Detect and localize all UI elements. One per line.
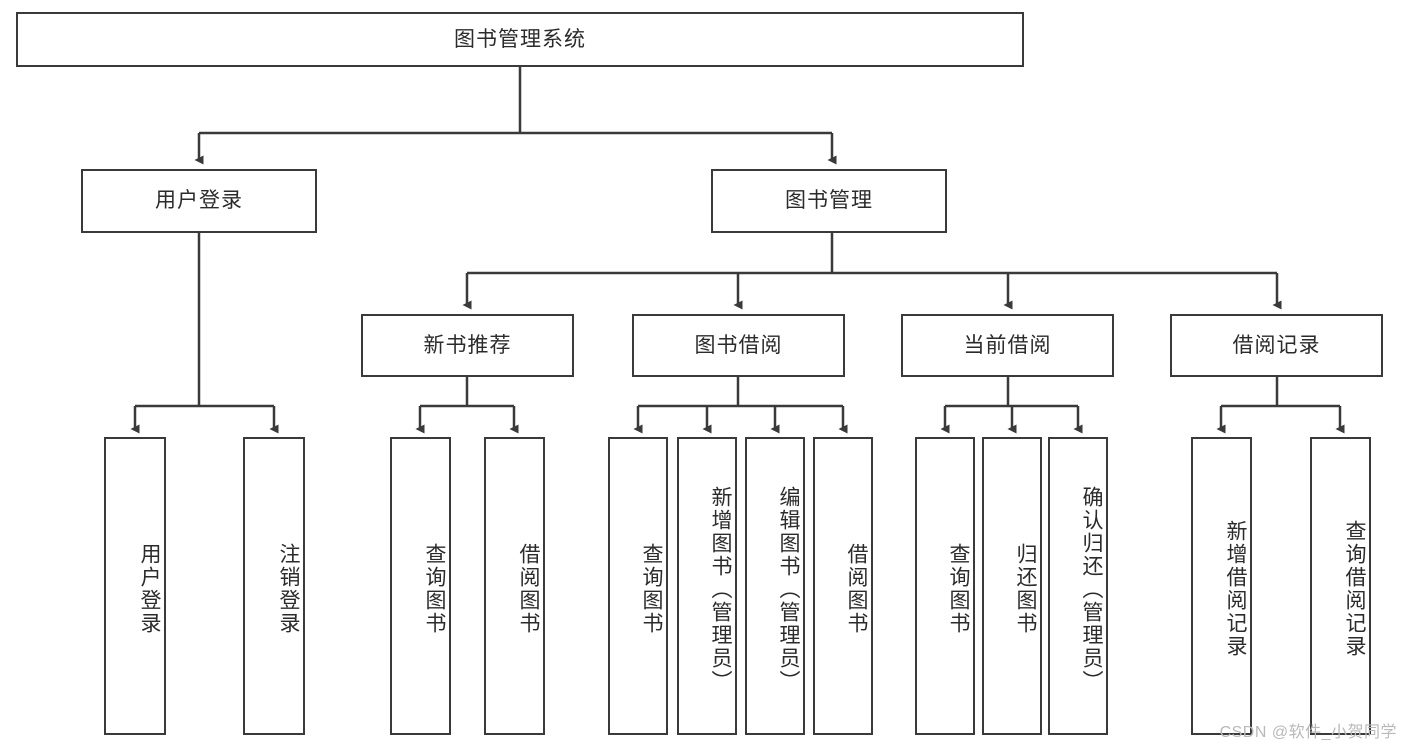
node-label: 查询借阅记录 — [1343, 520, 1366, 658]
node-label: 查询图书 — [640, 543, 663, 635]
edge-borrow-record-to-leaves — [1216, 377, 1345, 434]
leaf-book-borrow-query[interactable]: 查询图书 — [608, 437, 668, 735]
leaf-user-login-logout[interactable]: 注销登录 — [243, 437, 305, 735]
node-user-login[interactable]: 用户登录 — [81, 169, 317, 233]
node-label: 借阅图书 — [517, 543, 540, 635]
leaf-current-borrow-query[interactable]: 查询图书 — [915, 437, 975, 735]
edge-book-borrow-to-leaves — [633, 377, 848, 434]
leaf-borrow-record-query[interactable]: 查询借阅记录 — [1310, 437, 1371, 735]
leaf-book-borrow-add[interactable]: 新增图书（管理员） — [677, 437, 737, 735]
node-label: 注销登录 — [277, 543, 300, 635]
leaf-user-login-login[interactable]: 用户登录 — [104, 437, 166, 735]
node-label: 查询图书 — [423, 543, 446, 635]
edge-current-borrow-to-leaves — [940, 377, 1083, 434]
node-label: 图书借阅 — [694, 333, 783, 357]
node-book-borrow[interactable]: 图书借阅 — [632, 314, 845, 377]
node-label: 编辑图书（管理员） — [777, 485, 800, 693]
node-label: 新增借阅记录 — [1224, 520, 1247, 658]
node-current-borrow[interactable]: 当前借阅 — [901, 314, 1114, 377]
node-label: 确认归还（管理员） — [1080, 485, 1103, 693]
node-borrow-record[interactable]: 借阅记录 — [1170, 314, 1383, 377]
node-label: 归还图书 — [1014, 543, 1037, 635]
leaf-current-borrow-return[interactable]: 归还图书 — [982, 437, 1042, 735]
node-label: 借阅图书 — [845, 543, 868, 635]
edge-new-book-to-leaves — [415, 377, 519, 434]
node-root-book-management-system[interactable]: 图书管理系统 — [16, 12, 1024, 67]
watermark-text: CSDN @软件_小贺同学 — [1219, 724, 1397, 741]
node-label: 新增图书（管理员） — [709, 485, 732, 693]
node-label: 用户登录 — [138, 543, 161, 635]
leaf-book-borrow-borrow[interactable]: 借阅图书 — [813, 437, 873, 735]
edge-user-login-to-leaves — [130, 233, 279, 434]
node-label: 借阅记录 — [1232, 333, 1321, 357]
node-label: 图书管理系统 — [454, 27, 586, 51]
node-label: 用户登录 — [155, 189, 243, 213]
node-label: 新书推荐 — [423, 333, 512, 357]
leaf-borrow-record-add[interactable]: 新增借阅记录 — [1191, 437, 1252, 735]
node-new-book-recommend[interactable]: 新书推荐 — [361, 314, 574, 377]
leaf-book-borrow-edit[interactable]: 编辑图书（管理员） — [745, 437, 805, 735]
edge-book-manage-to-level3 — [462, 233, 1282, 310]
node-label: 图书管理 — [785, 189, 873, 213]
node-book-management[interactable]: 图书管理 — [711, 169, 947, 233]
node-label: 当前借阅 — [963, 333, 1052, 357]
leaf-new-book-borrow[interactable]: 借阅图书 — [484, 437, 545, 735]
leaf-new-book-query[interactable]: 查询图书 — [390, 437, 451, 735]
leaf-current-borrow-confirm-return[interactable]: 确认归还（管理员） — [1048, 437, 1108, 735]
node-label: 查询图书 — [947, 543, 970, 635]
edge-root-to-level2 — [194, 67, 837, 165]
